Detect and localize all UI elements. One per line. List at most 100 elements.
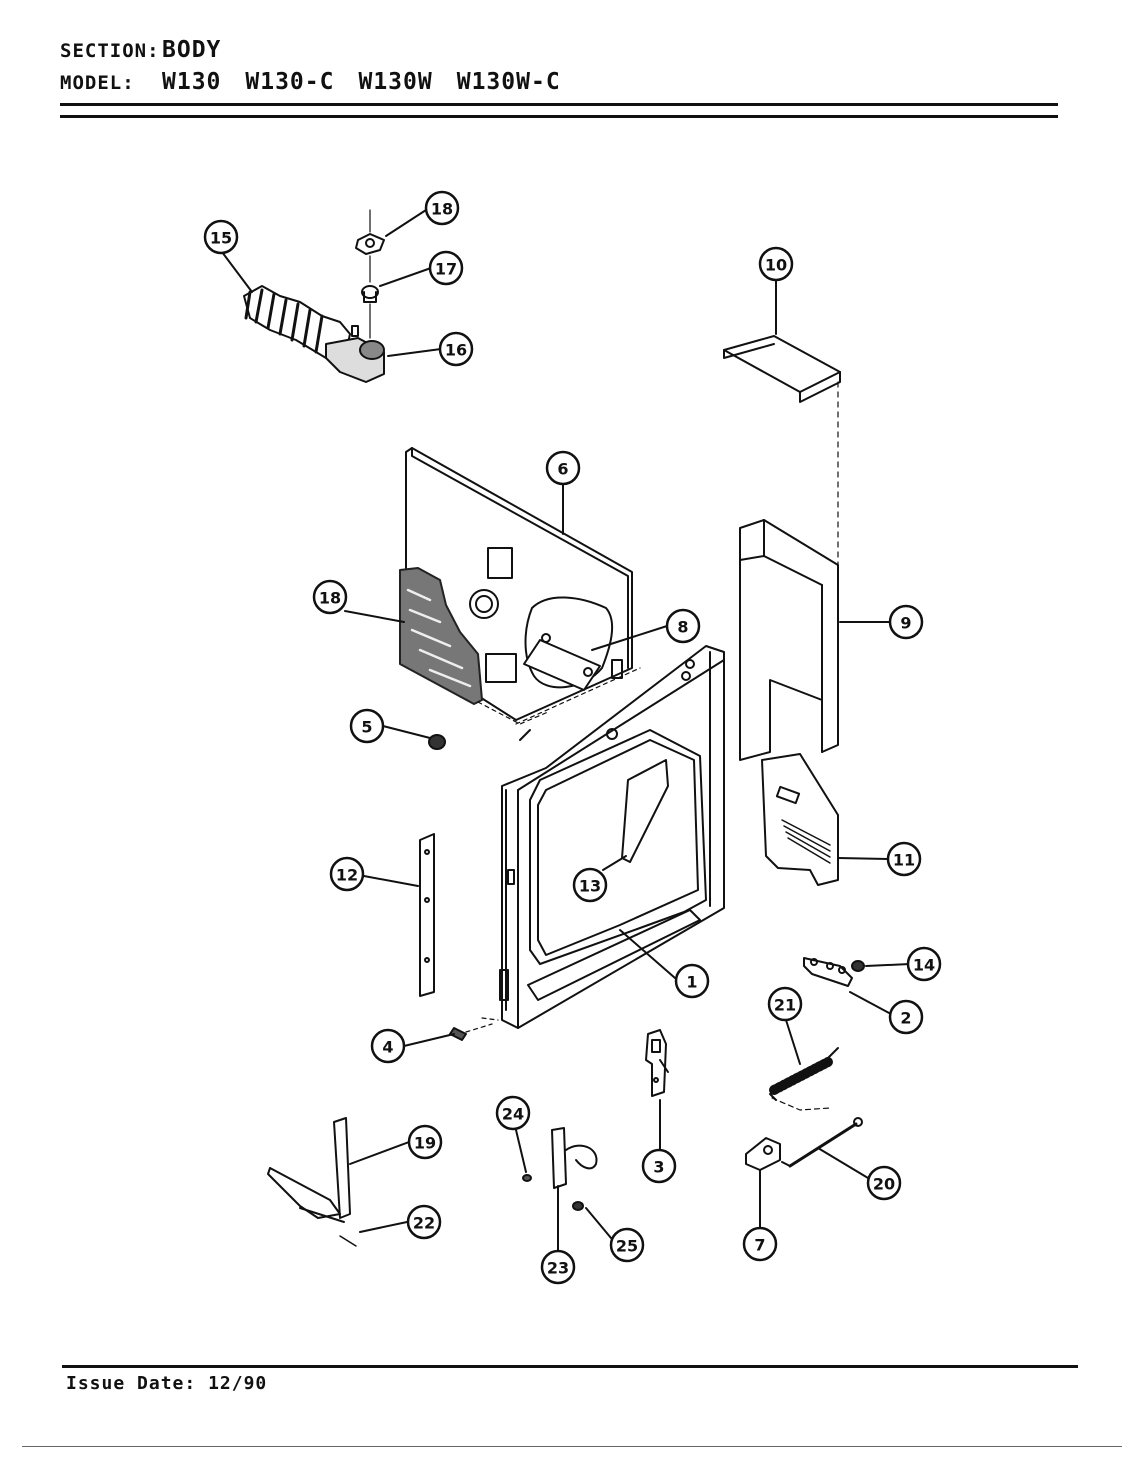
callout-circle [312,579,348,615]
callout-c2: 2 [888,999,924,1035]
callout-number: 22 [413,1214,435,1233]
callout-circle [665,608,701,644]
callout-circle [572,867,608,903]
callout-number: 5 [361,718,372,737]
callout-c17: 17 [428,250,464,286]
rod-part [781,1117,863,1168]
callout-circle [609,1227,645,1263]
footer-rule [62,1365,1078,1368]
callout-c1: 1 [674,963,710,999]
callout-leader-lines [221,209,911,1251]
model-row: MODEL: W130 W130-C W130W W130W-C [60,66,585,98]
model-number: W130 [162,69,222,95]
callout-circle [758,246,794,282]
panel-plate-part [761,753,839,886]
mounting-strip-part [419,833,435,997]
callout-circle [674,963,710,999]
callout-number: 15 [210,229,232,248]
page-bottom-rule [22,1446,1122,1447]
insulation-pad-part [399,567,483,705]
callout-c3: 3 [641,1148,677,1184]
callout-circle [540,1249,576,1285]
callout-number: 10 [765,256,787,275]
header-rule-bottom [60,115,1058,118]
callout-circle [424,190,460,226]
assembly-dashes [477,667,641,1021]
callout-c10: 10 [758,246,794,282]
water-valve-assembly-part [243,209,385,383]
callout-number: 11 [893,851,915,870]
callout-number: 24 [502,1105,524,1124]
callout-circle [203,219,239,255]
callout-c4: 4 [370,1028,406,1064]
callout-number: 8 [677,618,688,637]
hinge-bracket-part [803,957,865,987]
callout-circle [438,331,474,367]
plug-part [428,734,446,750]
callout-circle [767,986,803,1022]
callout-circle [866,1165,902,1201]
model-number: W130-C [245,69,335,95]
top-cover-part [723,335,841,566]
callout-circle [495,1095,531,1131]
callout-c24: 24 [495,1095,531,1131]
callout-c13: 13 [572,867,608,903]
callout-number: 18 [319,589,341,608]
callout-circle [906,946,942,982]
callout-circle [545,450,581,486]
callout-circle [742,1226,778,1262]
side-panel-part [739,519,839,761]
callout-number: 13 [579,877,601,896]
callout-number: 17 [435,260,457,279]
callout-number: 20 [873,1175,895,1194]
callout-number: 23 [547,1259,569,1278]
model-label: MODEL: [60,72,135,94]
callout-c16: 16 [438,331,474,367]
callout-c12: 12 [329,856,365,892]
issue-date-line: Issue Date: 12/90 [66,1373,267,1394]
small-bracket-part [745,1137,781,1171]
callout-number: 25 [616,1237,638,1256]
callout-circle [641,1148,677,1184]
callout-number: 1 [686,973,697,992]
spring-part [769,1047,839,1111]
header-rule-top [60,103,1058,106]
callout-c18a: 18 [424,190,460,226]
callout-c7: 7 [742,1226,778,1262]
callout-number: 21 [774,996,796,1015]
model-number: W130W [358,69,433,95]
section-row: SECTION:BODY [60,34,585,66]
callout-circle [370,1028,406,1064]
callout-c6: 6 [545,450,581,486]
lid-hinge-part [267,1117,357,1247]
callout-c5: 5 [349,708,385,744]
callout-number: 7 [754,1236,765,1255]
callout-c11: 11 [886,841,922,877]
callout-c22: 22 [406,1204,442,1240]
callout-c14: 14 [906,946,942,982]
callout-circle [329,856,365,892]
callout-circle [886,841,922,877]
callout-number: 2 [900,1009,911,1028]
callout-number: 6 [557,460,568,479]
callout-c21: 21 [767,986,803,1022]
callout-number: 4 [382,1038,393,1057]
section-label: SECTION: [60,40,160,62]
callout-circle [407,1124,443,1160]
callout-c19: 19 [407,1124,443,1160]
diagram-header: SECTION:BODY MODEL: W130 W130-C W130W W130W-… [60,34,585,98]
callout-c20: 20 [866,1165,902,1201]
section-value: BODY [162,37,222,63]
callout-number: 18 [431,200,453,219]
bumper-part [522,1127,598,1211]
callout-number: 19 [414,1134,436,1153]
callout-number: 16 [445,341,467,360]
callout-circle [406,1204,442,1240]
screw-part [449,1023,493,1041]
model-number: W130W-C [456,69,561,95]
callout-circle [888,999,924,1035]
callout-c9: 9 [888,604,924,640]
callout-circle [428,250,464,286]
